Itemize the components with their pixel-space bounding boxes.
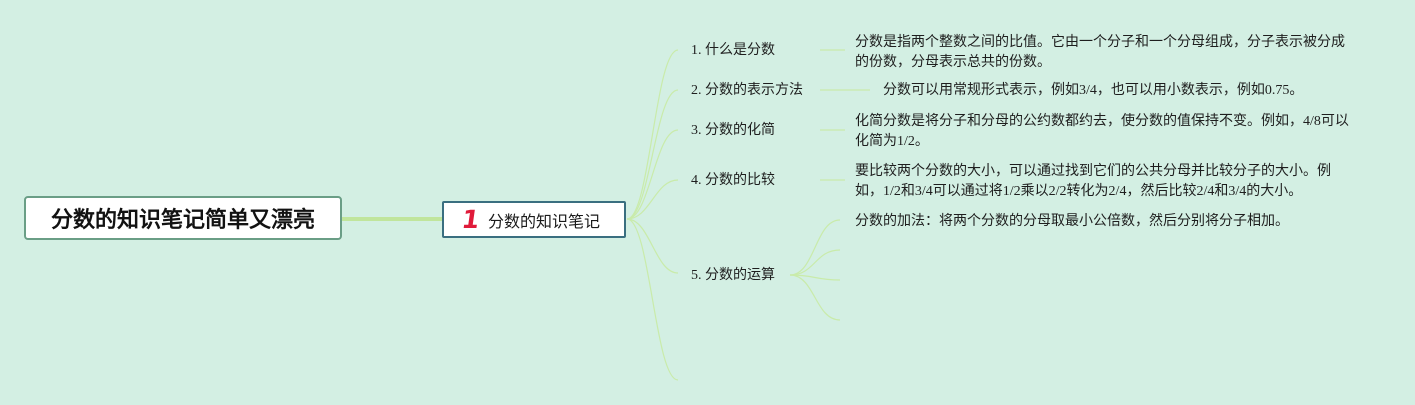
desc-line: 要比较两个分数的大小，可以通过找到它们的公共分母并比较分子的大小。例 (855, 164, 1331, 179)
root-topic-title: 分数的知识笔记简单又漂亮 (50, 208, 315, 233)
topic-label: 4. 分数的比较 (691, 173, 775, 188)
topic-operations-desc[interactable]: 分数的加法：将两个分数的分母取最小公倍数，然后分别将分子相加。 (855, 212, 1289, 232)
topic-representation-desc[interactable]: 分数可以用常规形式表示，例如3/4，也可以用小数表示，例如0.75。 (883, 81, 1303, 101)
desc-line: 化简分数是将分子和分母的公约数都约去，使分数的值保持不变。例如，4/8可以 (855, 114, 1349, 129)
topic-label: 2. 分数的表示方法 (691, 83, 803, 98)
desc-line: 分数是指两个整数之间的比值。它由一个分子和一个分母组成，分子表示被分成 (855, 35, 1345, 50)
root-topic[interactable]: 分数的知识笔记简单又漂亮 (24, 196, 342, 240)
link-topic-5-sub-2 (789, 249, 841, 276)
link-main-topic-1 (626, 49, 679, 220)
desc-line: 化简为1/2。 (855, 134, 929, 149)
desc-line: 的份数，分母表示总共的份数。 (855, 55, 1051, 70)
topic-label: 3. 分数的化简 (691, 123, 775, 138)
link-topic-5-sub-3 (789, 274, 841, 281)
desc-line: 分数可以用常规形式表示，例如3/4，也可以用小数表示，例如0.75。 (883, 83, 1304, 98)
main-topic-number: 1 (459, 205, 482, 234)
topic-simplification-desc[interactable]: 化简分数是将分子和分母的公约数都约去，使分数的值保持不变。例如，4/8可以 化简… (855, 112, 1349, 152)
topic-what-is-fraction[interactable]: 1. 什么是分数 (691, 42, 775, 60)
link-main-topic-4 (626, 179, 679, 220)
link-main-empty (626, 218, 679, 381)
topic-comparison[interactable]: 4. 分数的比较 (691, 172, 775, 190)
link-topic-5-sub-4 (789, 274, 841, 321)
topic-what-is-fraction-desc[interactable]: 分数是指两个整数之间的比值。它由一个分子和一个分母组成，分子表示被分成 的份数，… (855, 33, 1345, 73)
topic-representation[interactable]: 2. 分数的表示方法 (691, 82, 803, 100)
main-topic-label: 分数的知识笔记 (488, 211, 601, 231)
topic-label: 1. 什么是分数 (691, 43, 775, 58)
topic-comparison-desc[interactable]: 要比较两个分数的大小，可以通过找到它们的公共分母并比较分子的大小。例 如，1/2… (855, 162, 1331, 202)
link-topic-5-sub-1 (789, 219, 841, 276)
link-main-topic-2 (626, 89, 679, 220)
desc-line: 分数的加法：将两个分数的分母取最小公倍数，然后分别将分子相加。 (855, 214, 1289, 229)
main-topic[interactable]: 1 分数的知识笔记 (442, 201, 626, 238)
link-main-topic-3 (626, 129, 679, 220)
topic-label: 5. 分数的运算 (691, 268, 775, 283)
link-main-topic-5 (626, 218, 679, 274)
topic-simplification[interactable]: 3. 分数的化简 (691, 122, 775, 140)
desc-line: 如，1/2和3/4可以通过将1/2乘以2/2转化为2/4，然后比较2/4和3/4… (855, 184, 1303, 199)
topic-operations[interactable]: 5. 分数的运算 (691, 267, 775, 285)
